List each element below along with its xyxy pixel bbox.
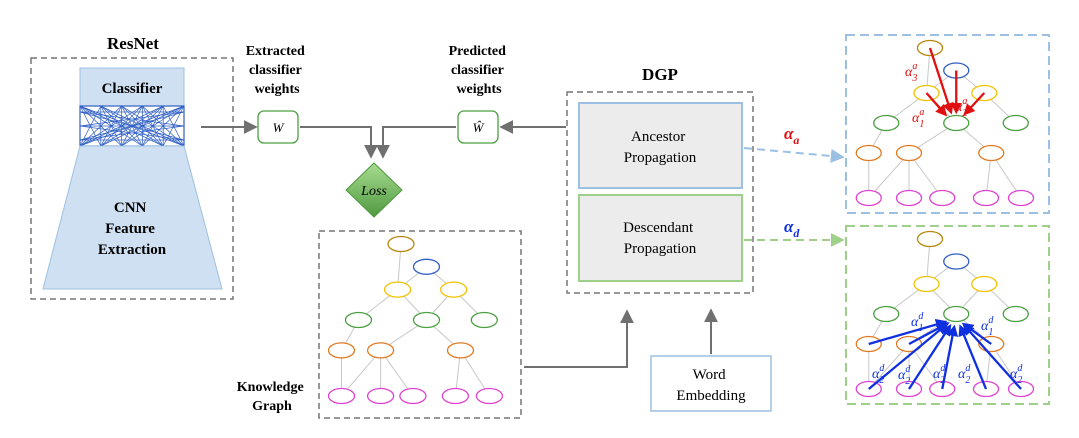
arrow-ancestor-to-graph [743,147,845,163]
tree-node [913,275,940,293]
descendant-arrow [868,323,949,390]
arrow-w-to-loss [300,126,378,159]
tree-edge [908,152,943,199]
tree-node [943,253,970,270]
loss-label: Loss [360,184,387,199]
tree-node [1007,189,1035,207]
classifier-label: Classifier [102,81,163,97]
tree-node [916,230,944,248]
predicted-weights-box [457,110,499,144]
descendant-arrow [941,324,959,390]
descendant-arrow [868,318,948,346]
tree-edge [868,343,910,390]
fc-connection-line [79,111,185,141]
tree-node [1002,305,1029,323]
tree-node [399,387,427,405]
ancestor-arrow [963,92,986,116]
descendant-propagation-box [578,194,743,282]
tree-node [327,387,356,405]
tree-node [387,235,415,253]
resnet-dashed-box [30,57,234,300]
tree-node [873,305,900,323]
descendant-graph-box [845,225,1050,405]
descendant-arrow [908,323,952,390]
ancestor-arrow [925,92,948,117]
tree-node [972,189,1000,207]
ancestor-graph-tree [855,39,1035,207]
tree-node [943,114,970,132]
tree-edge [380,350,414,397]
tree-node [943,305,970,323]
extracted-weights-symbol: W [273,120,285,135]
dgp-title: DGP [642,65,678,84]
tree-node [440,281,468,298]
tree-node [470,311,498,329]
tree-node [855,144,882,162]
cnn-label: CNN Feature Extraction [98,200,167,258]
alpha-a-label: αa [784,124,799,147]
tree-node [366,387,395,405]
loss-diamond [345,162,403,218]
ancestor-arrow [928,47,954,115]
tree-node [873,114,900,132]
tree-edge [341,350,381,397]
descendant-arrow [958,324,988,390]
extracted-weights-caption: Extracted classifier weights [246,44,309,97]
fc-connection-line [79,125,185,141]
tree-node [895,144,923,162]
tree-node [971,275,998,293]
tree-node [412,311,441,329]
tree-edge [868,152,910,199]
tree-node [412,258,441,275]
arrow-graph-to-dgp [524,309,634,368]
tree-node [446,342,475,359]
fully-connected-lines [79,105,185,147]
fc-connection-line [79,111,185,127]
arrow-w-hat-to-loss [376,126,456,159]
predicted-weights-caption: Predicted classifier weights [449,44,510,97]
tree-node [929,189,956,207]
tree-node [383,281,412,298]
extracted-weights-box [257,110,299,144]
knowledge-graph-tree [327,235,504,405]
knowledge-graph-label: Knowledge Graph [237,380,307,414]
tree-node [895,189,923,207]
ancestor-graph-box [845,34,1050,214]
descendant-propagation-label: Descendant Propagation [623,220,697,257]
resnet-title: ResNet [107,34,159,53]
dgp-dashed-box [566,91,754,294]
alpha-d-label: αd [784,217,800,240]
ancestor-propagation-label: Ancestor Propagation [624,129,697,166]
tree-node [441,387,470,405]
tree-node [1002,114,1029,132]
tree-node [344,311,373,329]
tree-node [475,387,504,405]
word-embedding-label: Word Embedding [676,367,746,404]
tree-node [327,342,356,359]
tree-node [855,189,882,207]
knowledge-graph-dashed-box [318,230,522,419]
word-embedding-box [650,355,772,412]
cnn-trapezoid [42,145,223,290]
tree-node [366,342,395,359]
descendant-arrow [962,323,1022,390]
tree-node [978,144,1005,162]
ancestor-propagation-box [578,102,743,189]
predicted-weights-symbol: Ŵ [473,120,485,135]
